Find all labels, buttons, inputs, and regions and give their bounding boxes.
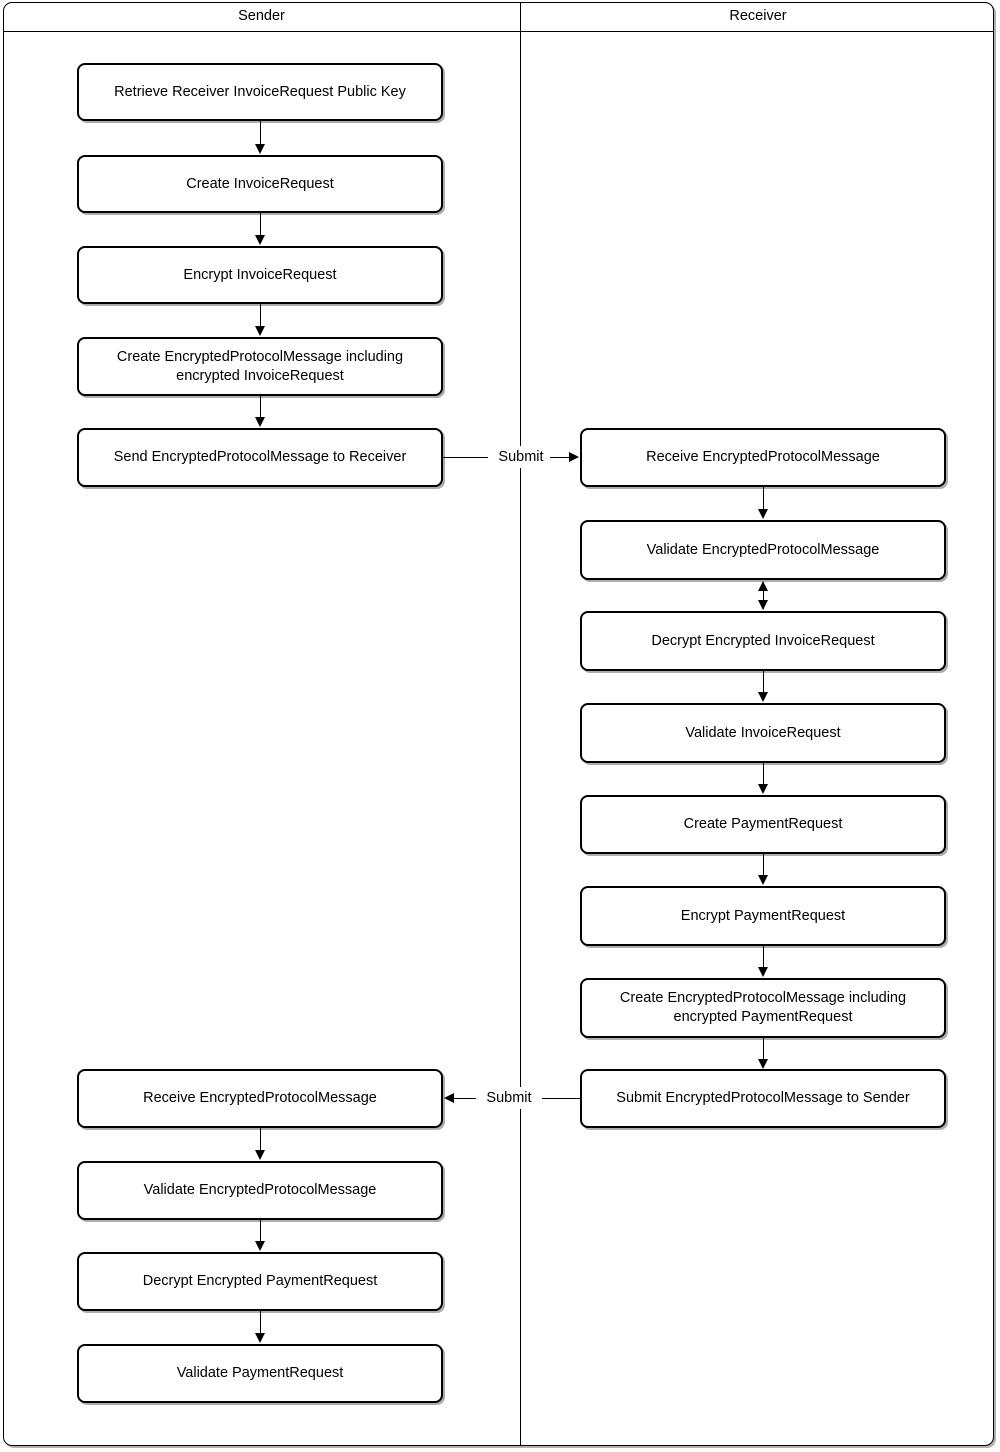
arrow-head-r3-to-r2 (757, 581, 768, 591)
arrow-head-r7-to-r8 (757, 1059, 768, 1069)
arrow-r3-to-r4 (763, 671, 764, 694)
arrow-submit-receiver-to-sender-left (454, 1098, 476, 1099)
arrow-s3-to-s4 (260, 304, 261, 327)
arrow-submit-receiver-to-sender-right (538, 1098, 580, 1099)
node-retrieve-receiver-public-key[interactable]: Retrieve Receiver InvoiceRequest Public … (77, 63, 443, 121)
node-create-paymentrequest[interactable]: Create PaymentRequest (580, 795, 946, 854)
arrow-head-r5-to-r6 (757, 875, 768, 885)
arrow-head-submit-sender-to-receiver (569, 452, 579, 462)
arrow-head-r2-to-r3 (757, 600, 768, 610)
lane-title-sender: Sender (238, 8, 285, 24)
arrow-head-s3-to-s4 (254, 326, 265, 336)
arrow-head-s4-to-s5 (254, 417, 265, 427)
arrow-submit-sender-to-receiver-left (443, 457, 488, 458)
lane-title-receiver: Receiver (729, 8, 787, 24)
arrow-r4-to-r5 (763, 763, 764, 785)
node-decrypt-encrypted-paymentrequest[interactable]: Decrypt Encrypted PaymentRequest (77, 1252, 443, 1311)
arrow-head-s6-to-s7 (254, 1150, 265, 1160)
arrow-s1-to-s2 (260, 121, 261, 145)
arrow-r7-to-r8 (763, 1038, 764, 1060)
node-send-epm-to-receiver[interactable]: Send EncryptedProtocolMessage to Receive… (77, 428, 443, 487)
arrow-head-s7-to-s8 (254, 1241, 265, 1251)
arrow-s4-to-s5 (260, 396, 261, 418)
arrow-r6-to-r7 (763, 946, 764, 968)
arrow-s2-to-s3 (260, 213, 261, 236)
arrow-head-s1-to-s2 (254, 144, 265, 154)
arrow-r1-to-r2 (763, 487, 764, 510)
arrow-s8-to-s9 (260, 1311, 261, 1334)
lane-header-rule (3, 31, 994, 32)
arrow-head-r6-to-r7 (757, 967, 768, 977)
node-validate-paymentrequest[interactable]: Validate PaymentRequest (77, 1344, 443, 1403)
arrow-s6-to-s7 (260, 1128, 261, 1151)
node-create-epm-invoicerequest[interactable]: Create EncryptedProtocolMessage includin… (77, 337, 443, 396)
arrow-head-s2-to-s3 (254, 235, 265, 245)
edge-label-submit-1: Submit (488, 449, 554, 465)
node-validate-invoicerequest[interactable]: Validate InvoiceRequest (580, 703, 946, 763)
lane-divider (520, 3, 521, 1445)
node-submit-epm-to-sender[interactable]: Submit EncryptedProtocolMessage to Sende… (580, 1069, 946, 1128)
arrow-r2-to-r3-bidirectional (763, 582, 764, 609)
arrow-s7-to-s8 (260, 1220, 261, 1242)
node-receiver-validate-epm[interactable]: Validate EncryptedProtocolMessage (580, 520, 946, 580)
arrow-head-r4-to-r5 (757, 784, 768, 794)
node-decrypt-encrypted-invoicerequest[interactable]: Decrypt Encrypted InvoiceRequest (580, 611, 946, 671)
node-encrypt-invoicerequest[interactable]: Encrypt InvoiceRequest (77, 246, 443, 304)
node-create-epm-paymentrequest[interactable]: Create EncryptedProtocolMessage includin… (580, 978, 946, 1038)
arrow-r5-to-r6 (763, 854, 764, 877)
edge-label-submit-2: Submit (476, 1090, 542, 1106)
arrow-head-r1-to-r2 (757, 509, 768, 519)
node-sender-receive-epm[interactable]: Receive EncryptedProtocolMessage (77, 1069, 443, 1128)
node-receiver-receive-epm[interactable]: Receive EncryptedProtocolMessage (580, 428, 946, 487)
arrow-head-submit-receiver-to-sender (444, 1093, 454, 1103)
node-create-invoicerequest[interactable]: Create InvoiceRequest (77, 155, 443, 213)
arrow-head-r3-to-r4 (757, 692, 768, 702)
node-encrypt-paymentrequest[interactable]: Encrypt PaymentRequest (580, 886, 946, 946)
node-sender-validate-epm[interactable]: Validate EncryptedProtocolMessage (77, 1161, 443, 1220)
arrow-submit-sender-to-receiver-right (550, 457, 570, 458)
arrow-head-s8-to-s9 (254, 1333, 265, 1343)
